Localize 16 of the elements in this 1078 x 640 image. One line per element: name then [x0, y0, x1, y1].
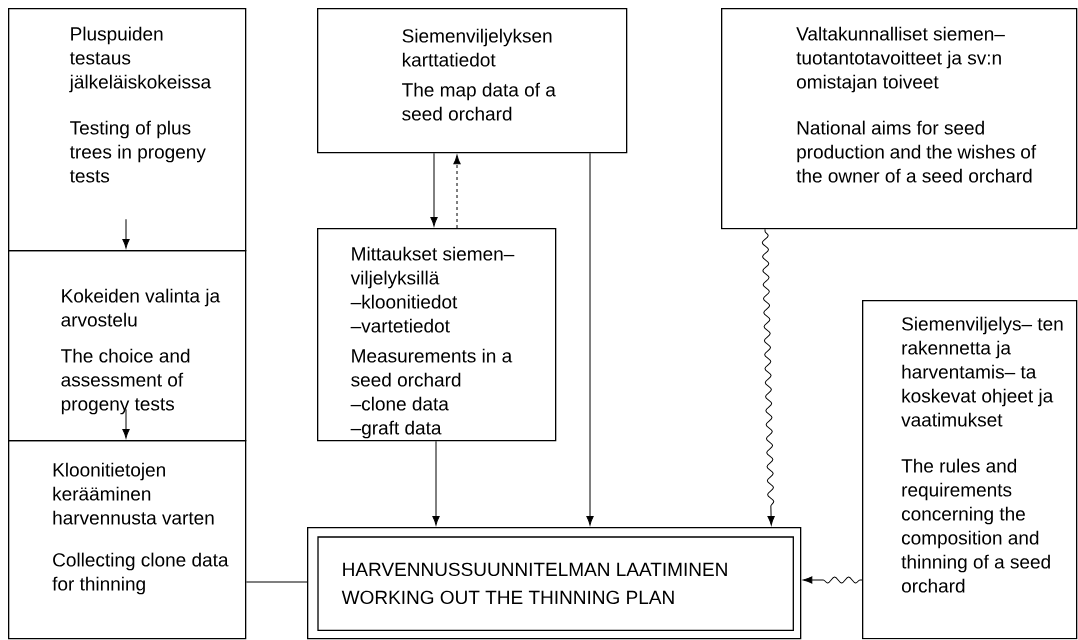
process-box: Pluspuiden testaus jälkeläiskokeissa Testing of plus trees in progeny tests — [8, 8, 247, 252]
arrow — [430, 152, 438, 227]
process-box: Siemenviljelys– ten rakennetta ja harventamis– ta koskevat ohjeet ja vaatimukset The rules and requirements concerning the composition and thinning of a seed orchard — [862, 300, 1078, 640]
arrow — [761, 228, 775, 526]
arrow — [802, 576, 863, 584]
process-box: Valtakunnalliset siemen– tuotantotavoitteet ja sv:n omistajan toiveet National aims for seed production and the wishes of the owner of a seed orchard — [721, 8, 1078, 230]
plan-box: HARVENNUSSUUNNITELMAN LAATIMINEN WORKING OUT THE THINNING PLAN — [307, 527, 802, 640]
process-box: Siemenviljelyksen karttatiedot The map data of a seed orchard — [317, 8, 628, 154]
arrow — [453, 154, 461, 229]
process-box: Kloonitietojen kerääminen harvennusta varten Collecting clone data for thinning — [8, 440, 247, 640]
arrow — [432, 440, 440, 526]
arrow — [122, 218, 130, 249]
process-box: Mittaukset siemen– viljelyksillä –kloonitiedot –vartetiedot Measurements in a seed orchard –clone data –graft data — [317, 228, 557, 442]
process-box: Kokeiden valinta ja arvostelu The choice and assessment of progeny tests — [8, 250, 247, 442]
arrow — [586, 152, 594, 526]
arrow — [122, 408, 130, 439]
